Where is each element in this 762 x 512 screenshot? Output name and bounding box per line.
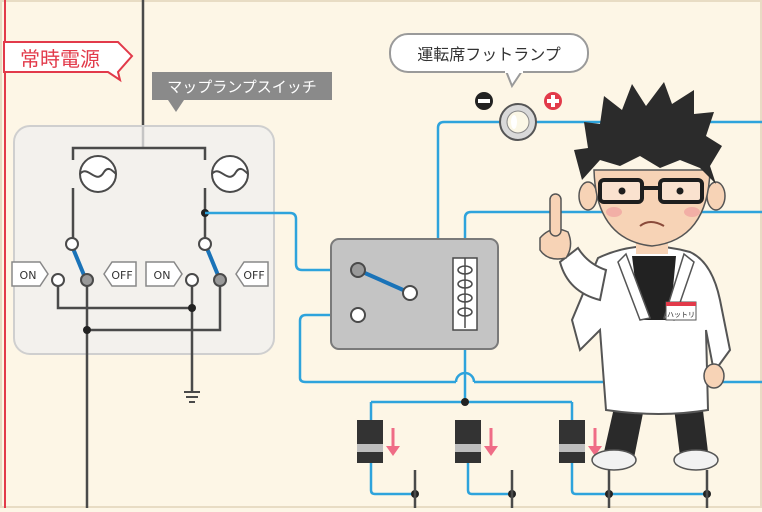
off-tag-right: OFF bbox=[235, 261, 269, 287]
wire-crossover bbox=[454, 371, 476, 383]
map-lamp-box bbox=[13, 125, 275, 355]
plus-icon bbox=[544, 92, 562, 110]
character-illustration: ハットリ bbox=[539, 82, 732, 471]
off-tag-left: OFF bbox=[103, 261, 137, 287]
bulb-icon-left bbox=[79, 155, 117, 193]
diode-2 bbox=[455, 420, 481, 463]
off-label-left: OFF bbox=[111, 269, 132, 282]
switch-left bbox=[51, 237, 94, 287]
on-label-right: ON bbox=[154, 269, 171, 282]
on-label-left: ON bbox=[20, 269, 37, 282]
relay-box bbox=[330, 238, 499, 350]
switch-right bbox=[185, 237, 227, 287]
foot-lamp-label: 運転席フットランプ bbox=[417, 45, 561, 64]
bottom-stubs bbox=[413, 470, 709, 508]
power-label-text: 常時電源 bbox=[20, 47, 100, 71]
map-lamp-switch-label-text: マップランプスイッチ bbox=[167, 78, 317, 96]
foot-lamp-bubble: 運転席フットランプ bbox=[389, 33, 589, 89]
on-tag-left: ON bbox=[11, 261, 49, 287]
off-label-right: OFF bbox=[243, 269, 264, 282]
junction-dots-box bbox=[83, 209, 209, 334]
map-lamp-switch-label: マップランプスイッチ bbox=[152, 72, 332, 112]
foot-lamp-icon bbox=[499, 103, 537, 141]
minus-icon bbox=[475, 92, 493, 110]
arrow-down-icons bbox=[386, 428, 602, 456]
power-label: 常時電源 bbox=[3, 41, 134, 83]
diode-1 bbox=[357, 420, 383, 463]
ground-icon bbox=[184, 391, 200, 403]
bulb-icon-right bbox=[211, 155, 249, 193]
on-tag-right: ON bbox=[145, 261, 183, 287]
name-tag-text: ハットリ bbox=[667, 311, 695, 319]
diode-3 bbox=[559, 420, 585, 463]
